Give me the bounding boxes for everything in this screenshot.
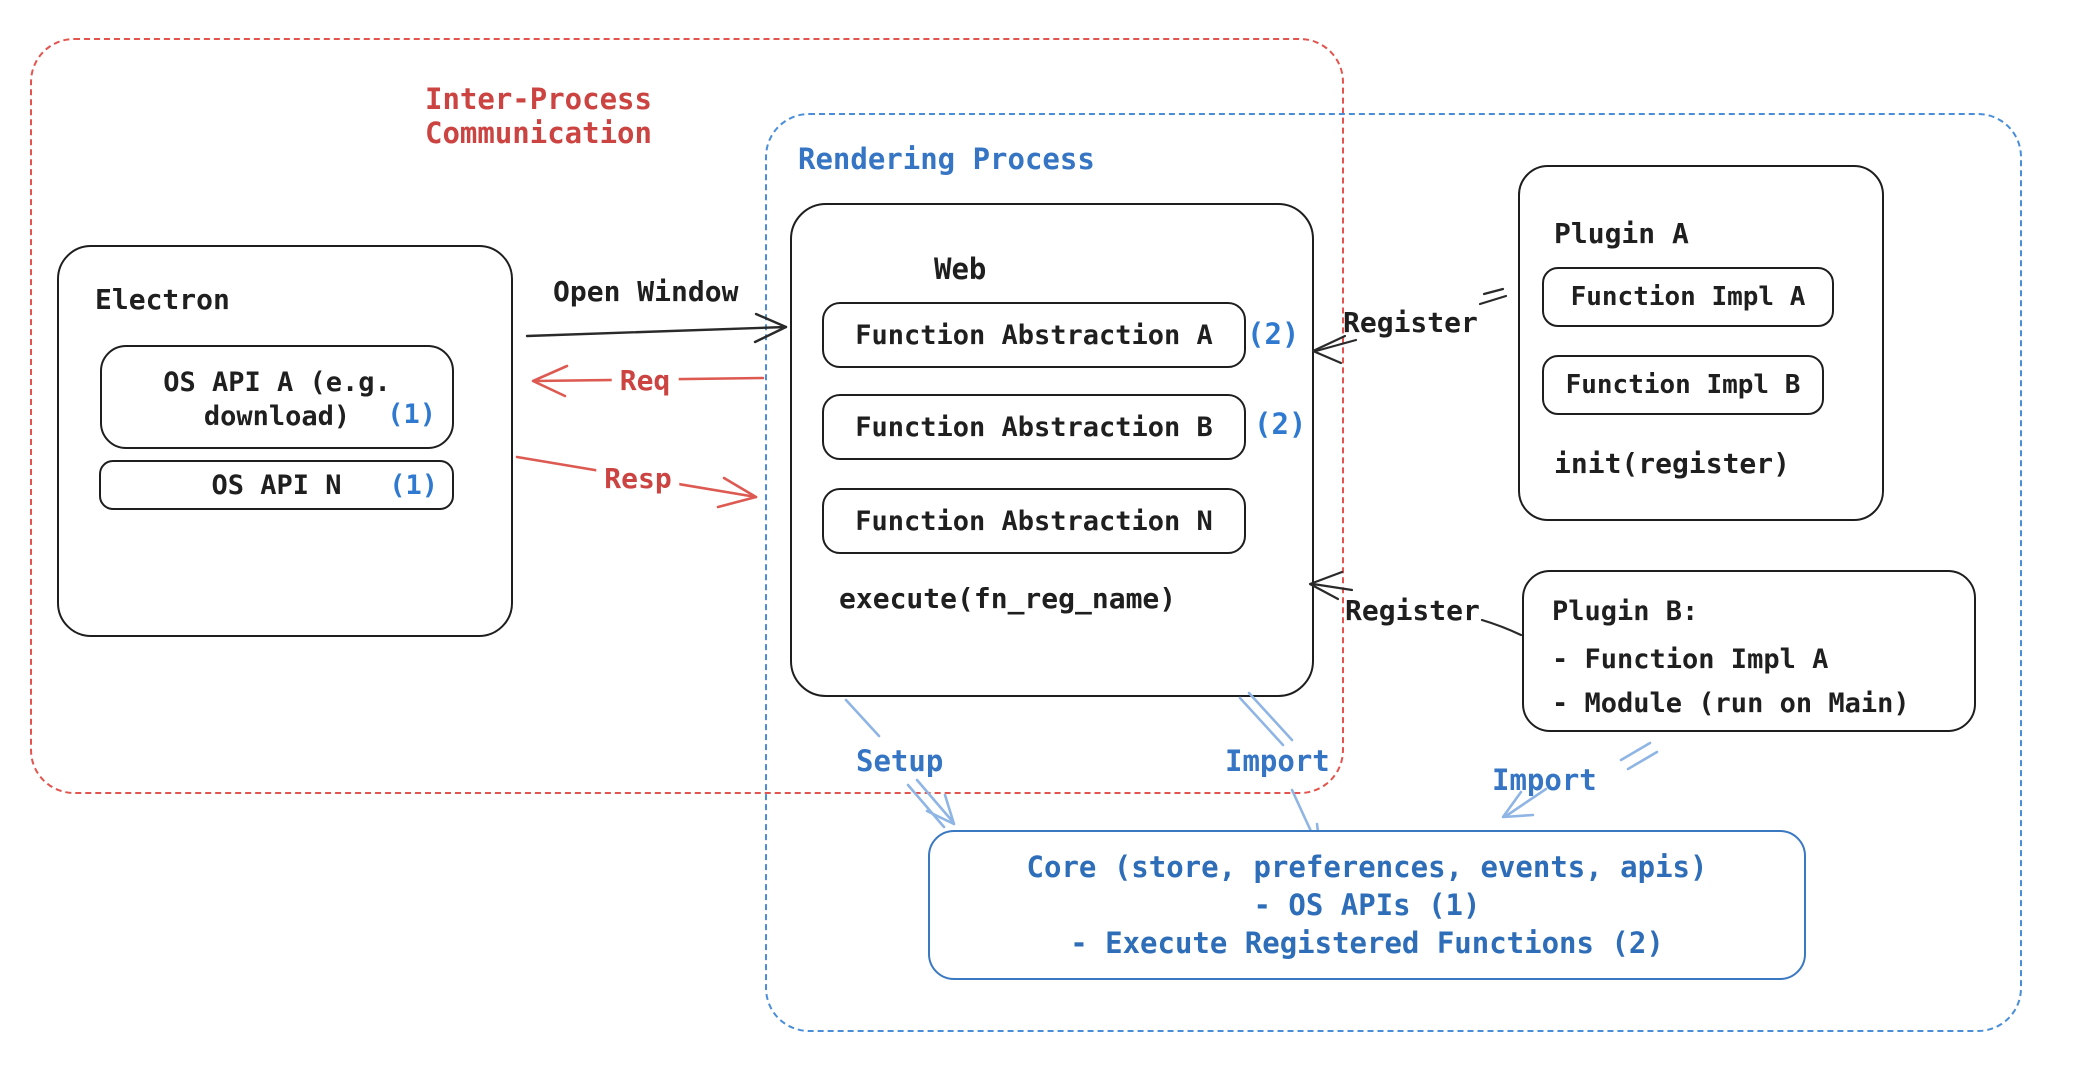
web-box: Web Function Abstraction A (2) Function … bbox=[790, 203, 1314, 697]
ipc-group-label: Inter-Process Communication bbox=[425, 82, 652, 150]
ipc-group-label-line1: Inter-Process bbox=[425, 82, 652, 116]
electron-box: Electron OS API A (e.g. download) (1) OS… bbox=[57, 245, 513, 637]
plugin-b-line1: Plugin B: bbox=[1552, 596, 1699, 627]
os-api-n-marker: (1) bbox=[389, 470, 438, 501]
function-abstraction-b-box: Function Abstraction B bbox=[822, 394, 1246, 460]
os-api-a-line1: OS API A (e.g. bbox=[163, 367, 391, 398]
req-label: Req bbox=[611, 364, 679, 397]
ipc-group-label-line2: Communication bbox=[425, 116, 652, 150]
function-impl-b-label: Function Impl B bbox=[1565, 370, 1801, 400]
plugin-a-box: Plugin A Function Impl A Function Impl B… bbox=[1518, 165, 1884, 521]
web-title: Web bbox=[934, 252, 987, 286]
os-api-n-label: OS API N bbox=[211, 470, 342, 501]
plugin-b-line3: - Module (run on Main) bbox=[1552, 688, 1910, 719]
execute-function-text: execute(fn_reg_name) bbox=[839, 582, 1177, 615]
os-api-a-line2: download) bbox=[203, 401, 351, 432]
function-impl-a-box: Function Impl A bbox=[1542, 267, 1834, 327]
function-abstraction-b-label: Function Abstraction B bbox=[855, 411, 1213, 443]
plugin-b-line2: - Function Impl A bbox=[1552, 644, 1829, 675]
open-window-label: Open Window bbox=[553, 275, 739, 308]
register-top-label: Register bbox=[1343, 306, 1478, 339]
plugin-b-box: Plugin B: - Function Impl A - Module (ru… bbox=[1522, 570, 1976, 732]
setup-label: Setup bbox=[856, 744, 944, 778]
rendering-process-label: Rendering Process bbox=[798, 142, 1095, 176]
function-abstraction-b-marker: (2) bbox=[1254, 407, 1307, 441]
function-impl-b-box: Function Impl B bbox=[1542, 355, 1824, 415]
rendering-process-group-outline bbox=[765, 113, 2022, 1032]
import-web-label: Import bbox=[1225, 744, 1330, 778]
core-line3: - Execute Registered Functions (2) bbox=[1070, 926, 1664, 960]
core-line2: - OS APIs (1) bbox=[1253, 888, 1481, 922]
function-abstraction-a-box: Function Abstraction A bbox=[822, 302, 1246, 368]
function-abstraction-a-label: Function Abstraction A bbox=[855, 319, 1213, 351]
ipc-group-outline bbox=[30, 38, 1344, 794]
core-line1: Core (store, preferences, events, apis) bbox=[1026, 850, 1708, 884]
import-plugin-label: Import bbox=[1492, 763, 1597, 797]
os-api-a-box: OS API A (e.g. download) (1) bbox=[100, 345, 454, 449]
resp-label: Resp bbox=[596, 462, 680, 495]
core-box: Core (store, preferences, events, apis) … bbox=[928, 830, 1806, 980]
function-abstraction-n-box: Function Abstraction N bbox=[822, 488, 1246, 554]
os-api-n-box: OS API N (1) bbox=[99, 460, 454, 510]
function-abstraction-n-label: Function Abstraction N bbox=[855, 505, 1213, 537]
register-bottom-label: Register bbox=[1345, 594, 1480, 627]
electron-title: Electron bbox=[95, 283, 230, 316]
plugin-a-init-text: init(register) bbox=[1554, 447, 1791, 480]
plugin-a-title: Plugin A bbox=[1554, 217, 1689, 250]
function-abstraction-a-marker: (2) bbox=[1247, 317, 1300, 351]
os-api-a-marker: (1) bbox=[387, 399, 436, 430]
function-impl-a-label: Function Impl A bbox=[1570, 282, 1806, 312]
